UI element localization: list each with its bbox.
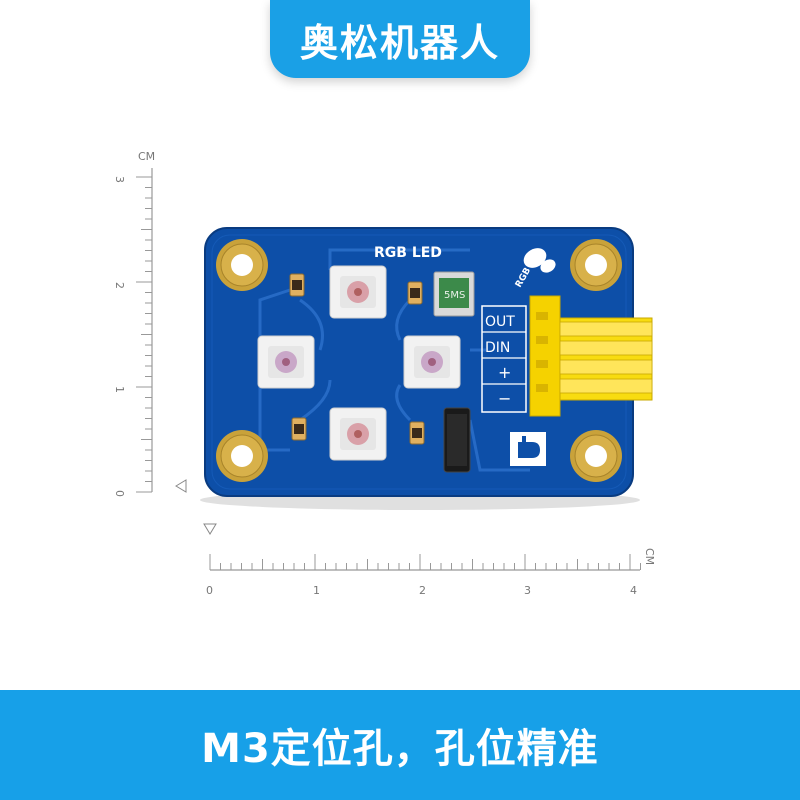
horizontal-tick-label-0: 0 [206, 584, 213, 597]
vertical-ruler: CM 3 2 1 0 [113, 150, 187, 497]
vertical-ruler-marker-icon [175, 479, 187, 493]
mounting-hole-top-left [216, 239, 268, 291]
silkscreen-title: RGB LED [374, 245, 442, 261]
horizontal-ruler: CM 0 1 2 3 4 [203, 523, 656, 597]
pin-label-out: OUT [485, 314, 515, 330]
black-ic [443, 407, 471, 473]
horizontal-tick-label-1: 1 [313, 584, 320, 597]
pin-label-box: OUT DIN + − [481, 305, 527, 413]
mounting-hole-bottom-left [216, 430, 268, 482]
vertical-tick-label-3: 3 [113, 176, 126, 183]
smd-capacitors [289, 273, 425, 445]
pin-header [529, 295, 653, 417]
vertical-ruler-unit: CM [138, 150, 155, 163]
horizontal-ruler-marker-icon [203, 523, 217, 535]
horizontal-tick-label-3: 3 [524, 584, 531, 597]
brand-tab: 奥松机器人 [270, 0, 530, 78]
led-right [403, 335, 461, 389]
brand-name: 奥松机器人 [299, 20, 500, 65]
product-photo: CM 3 2 1 0 CM 0 1 2 3 4 [113, 150, 656, 597]
horizontal-ruler-ticks [209, 554, 641, 570]
d-logo-icon [510, 432, 546, 466]
vertical-ruler-ticks [136, 176, 152, 493]
caption-text: M3定位孔，孔位精准 [201, 726, 599, 772]
pin-label-minus: − [498, 389, 511, 408]
vertical-tick-label-1: 1 [113, 386, 126, 393]
mounting-hole-top-right [570, 239, 622, 291]
vertical-tick-label-2: 2 [113, 282, 126, 289]
horizontal-tick-label-2: 2 [419, 584, 426, 597]
mounting-hole-bottom-right [570, 430, 622, 482]
horizontal-ruler-unit: CM [643, 548, 656, 565]
component-label: 5MS [444, 290, 465, 301]
led-bottom [329, 407, 387, 461]
horizontal-tick-label-4: 4 [630, 584, 637, 597]
pin-label-plus: + [498, 363, 511, 382]
vertical-tick-label-0: 0 [113, 490, 126, 497]
led-left [257, 335, 315, 389]
caption-banner: M3定位孔，孔位精准 [0, 690, 800, 800]
pin-label-din: DIN [485, 340, 510, 356]
pcb-board: RGB LED RGB [204, 227, 653, 497]
led-top [329, 265, 387, 319]
green-component: 5MS [433, 271, 475, 317]
